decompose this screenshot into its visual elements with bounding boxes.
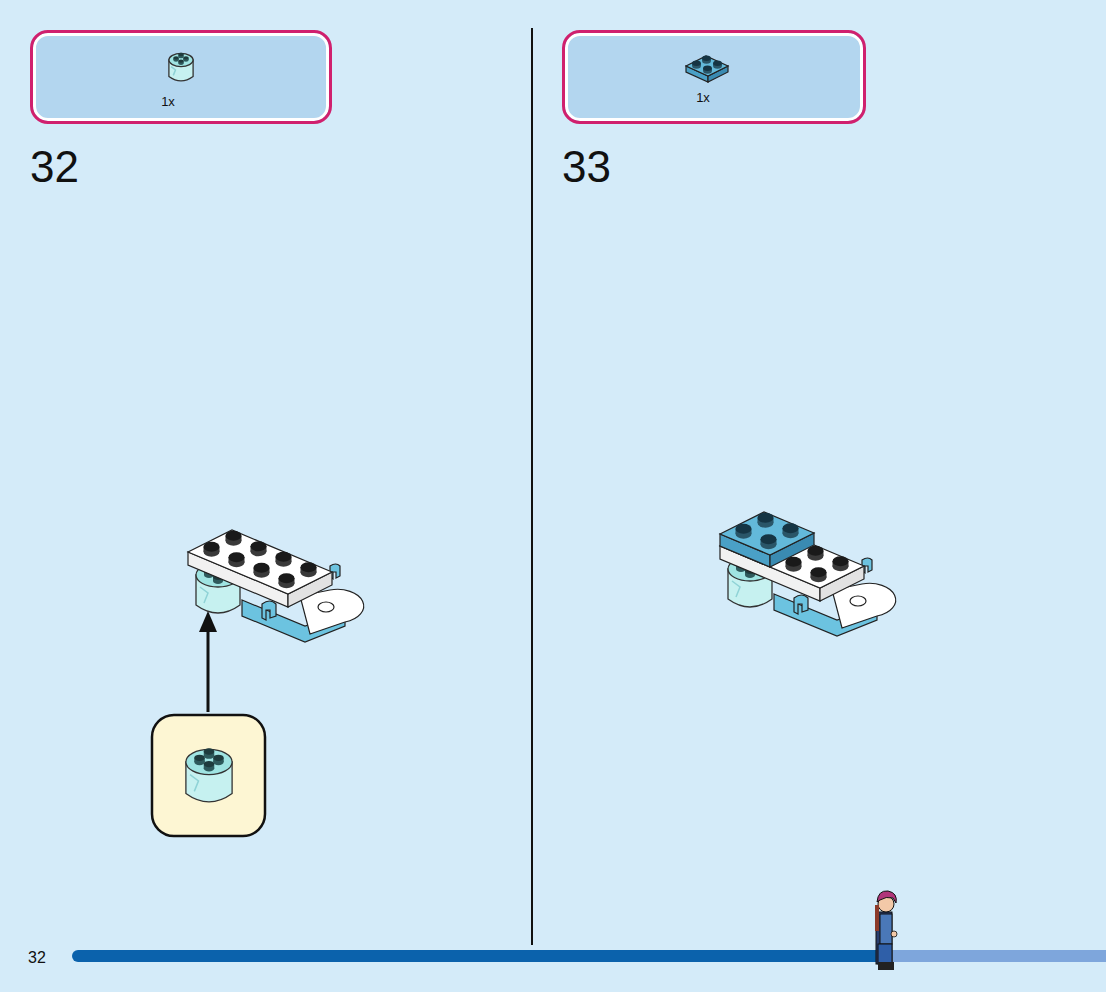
round-brick-icon — [169, 53, 193, 81]
round-brick — [186, 748, 232, 802]
arrow-head — [199, 611, 217, 632]
progress-bar — [72, 950, 880, 962]
parts-list-box: 1x — [30, 30, 332, 124]
step-number: 33 — [562, 145, 611, 189]
model — [720, 512, 896, 636]
arrow-line — [207, 628, 210, 712]
parts-list-box: 1x — [562, 30, 866, 124]
divider-line — [531, 28, 533, 945]
part-count: 1x — [696, 90, 710, 106]
progress-bar-rest — [880, 950, 1106, 962]
page-number: 32 — [28, 950, 46, 966]
minifigure — [875, 891, 897, 970]
part-count: 1x — [161, 94, 175, 110]
model — [188, 530, 364, 642]
plate-icon — [686, 56, 728, 83]
step-number: 32 — [30, 145, 79, 189]
callout-inset — [152, 715, 265, 836]
